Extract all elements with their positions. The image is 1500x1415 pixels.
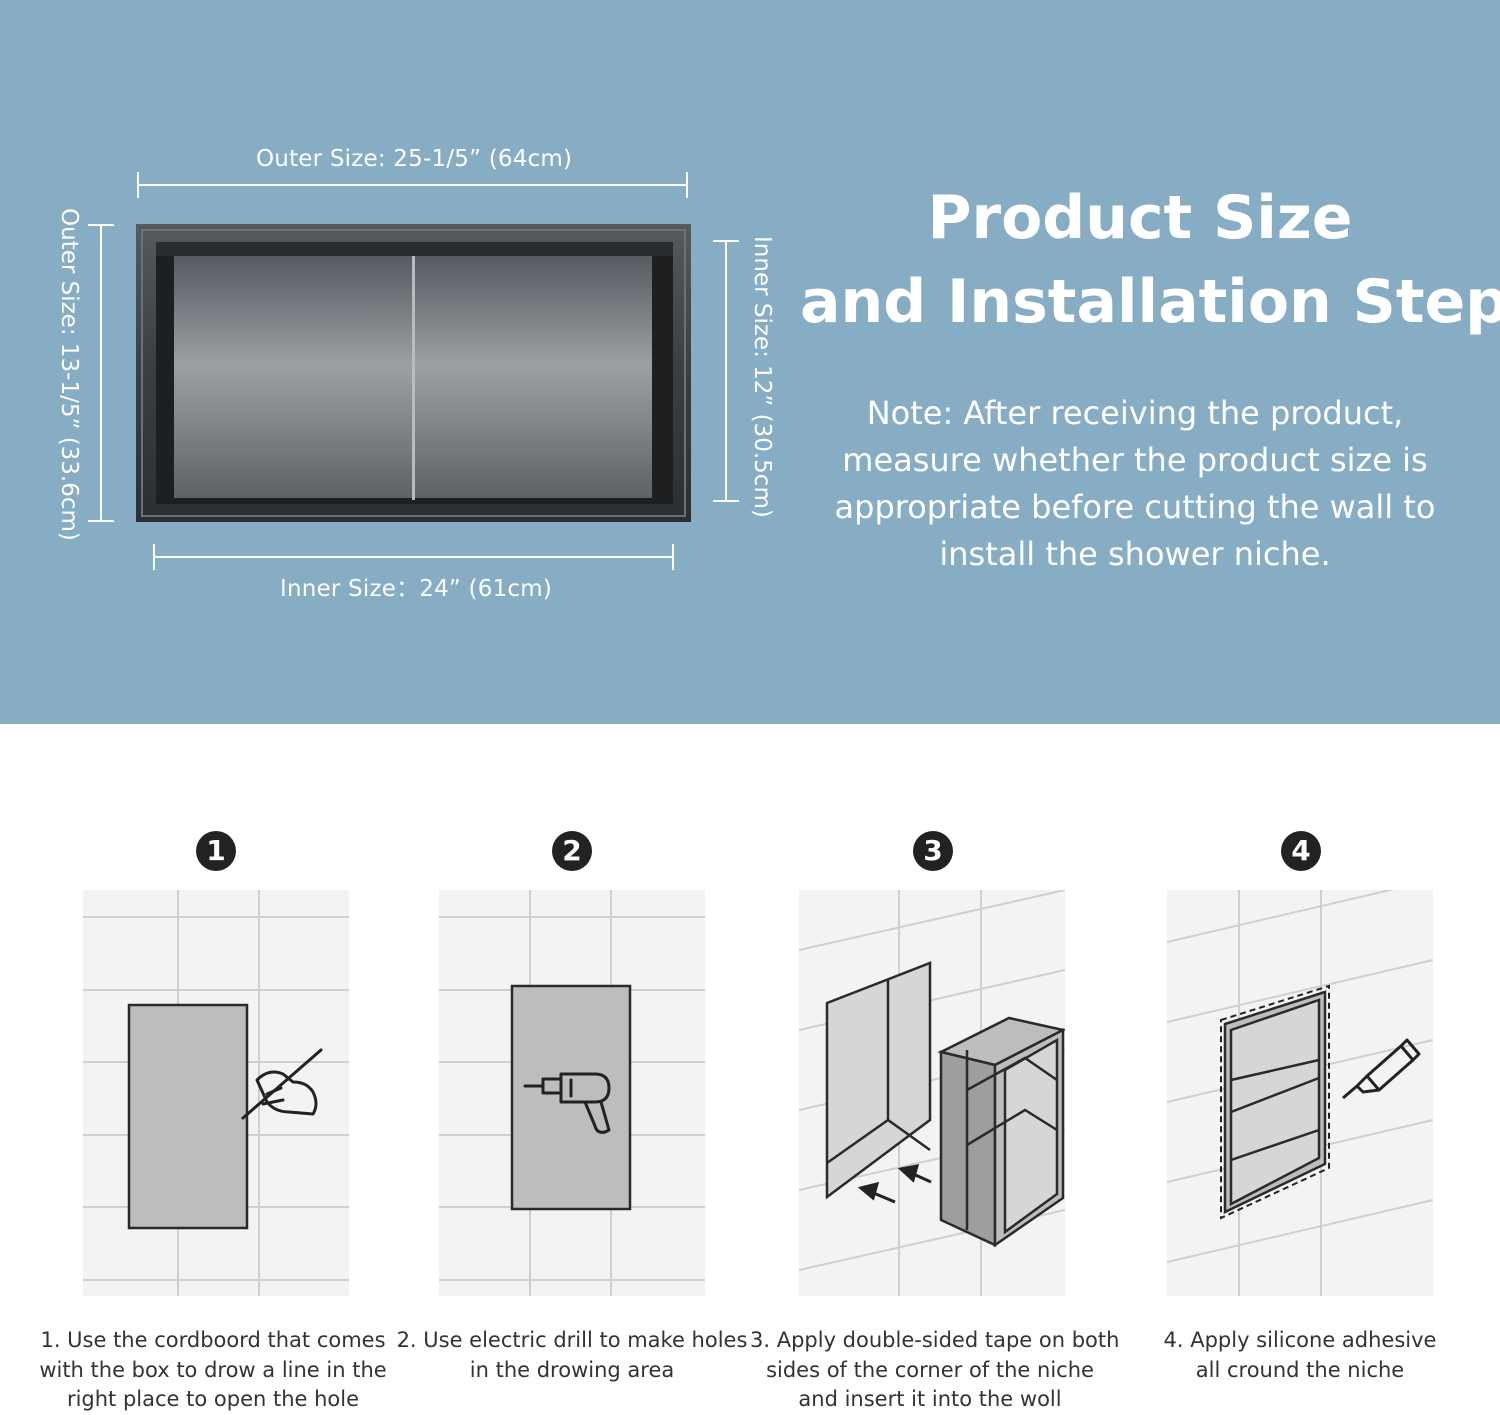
inner-width-line <box>153 556 674 558</box>
step-4-caption-line: 4. Apply silicone adhesive <box>1163 1328 1437 1352</box>
inner-width-tick-left <box>153 544 155 570</box>
heading-line-1: Product Size <box>927 183 1353 253</box>
outer-height-label: Outer Size: 13-1/5” (33.6cm) <box>56 208 82 541</box>
note-text: Note: After receiving the product, measu… <box>820 390 1450 578</box>
inner-width-label: Inner Size：24” (61cm) <box>280 576 553 602</box>
inner-height-label: Inner Size: 12” (30.5cm) <box>749 236 775 518</box>
pen-hand-icon <box>241 1048 323 1120</box>
shower-niche-image <box>136 224 691 522</box>
outer-width-tick-left <box>137 172 139 198</box>
inner-height-tick-top <box>713 240 739 242</box>
outer-width-label: Outer Size: 25-1/5” (64cm) <box>256 146 573 172</box>
step-2-illustration <box>439 890 705 1296</box>
step-4-caption-line: all cround the niche <box>1195 1357 1405 1382</box>
step-1-caption: 1. Use the cordboord that comes with the… <box>33 1326 393 1415</box>
outer-width-tick-right <box>686 172 688 198</box>
inner-height-line <box>725 240 727 502</box>
step-1-illustration <box>83 890 349 1296</box>
step-3-caption-line: and insert it into the woll <box>798 1387 1062 1411</box>
step-4-illustration <box>1167 890 1433 1296</box>
outer-height-tick-top <box>88 224 114 226</box>
step-4-caption: 4. Apply silicone adhesive all cround th… <box>1120 1326 1480 1385</box>
step-2-badge: 2 <box>552 831 592 871</box>
drill-icon <box>523 1072 611 1134</box>
inner-width-tick-right <box>672 544 674 570</box>
arrow-icon <box>857 1164 932 1204</box>
outer-width-line <box>137 184 688 186</box>
step-3-badge: 3 <box>913 831 953 871</box>
step-3-caption-line: 3. Apply double-sided tape on both <box>750 1328 1120 1352</box>
note-line-2: measure whether the product size is <box>842 441 1428 479</box>
heading-line-2: and Installation Steps <box>800 267 1500 337</box>
step-3-caption: 3. Apply double-sided tape on both sides… <box>750 1326 1120 1415</box>
silicone-tube-icon <box>1342 1038 1421 1100</box>
step-2-caption-line: 2. Use electric drill to make holes <box>396 1328 748 1352</box>
outer-height-line <box>100 224 102 522</box>
step-2-caption: 2. Use electric drill to make holes in t… <box>392 1326 752 1385</box>
note-line-3: appropriate before cutting the wall to <box>834 488 1436 526</box>
step-3-caption-line: sides of the corner of the niche <box>766 1357 1094 1382</box>
note-line-4: install the shower niche. <box>939 535 1331 573</box>
step-3-illustration <box>799 890 1065 1296</box>
step-1-badge: 1 <box>196 831 236 871</box>
step-2-caption-line: in the drowing area <box>469 1357 675 1382</box>
step-1-caption-line: right place to open the hole <box>66 1387 360 1411</box>
inner-height-tick-bottom <box>713 500 739 502</box>
note-line-1: Note: After receiving the product, <box>866 394 1404 432</box>
step-1-caption-line: 1. Use the cordboord that comes <box>40 1328 386 1352</box>
step-4-badge: 4 <box>1281 831 1321 871</box>
outer-height-tick-bottom <box>88 520 114 522</box>
step-1-caption-line: with the box to drow a line in the <box>39 1357 387 1382</box>
